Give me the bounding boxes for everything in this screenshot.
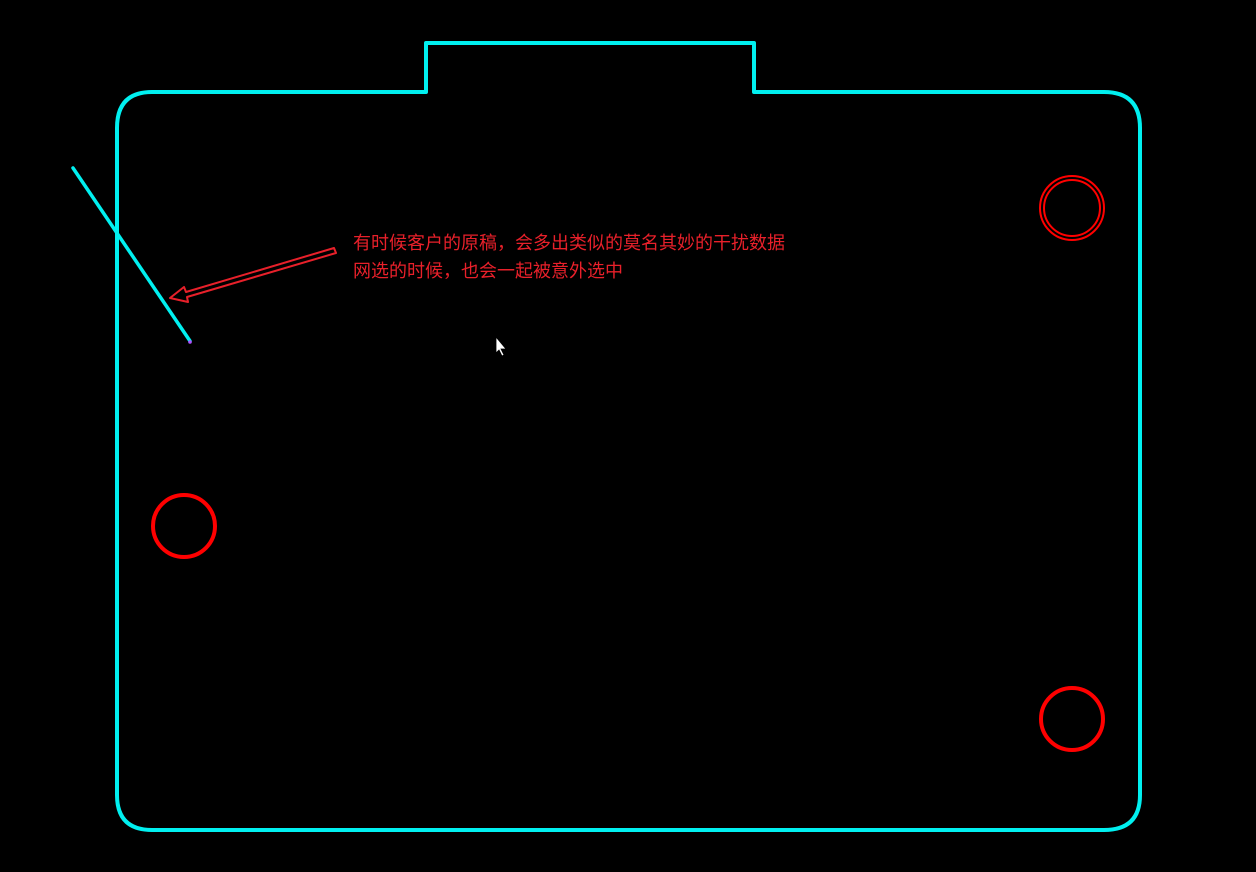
annotation-arrow	[169, 247, 337, 303]
board-outline[interactable]	[115, 41, 1142, 832]
stray-line-endpoint	[188, 340, 192, 344]
hole-top-right-outer[interactable]	[1039, 175, 1105, 241]
hole-bottom-right[interactable]	[1039, 686, 1105, 752]
hole-top-right-inner[interactable]	[1043, 179, 1101, 237]
annotation-line-2: 网选的时候，也会一起被意外选中	[353, 261, 623, 282]
stray-line[interactable]	[71, 166, 192, 343]
hole-left[interactable]	[151, 493, 217, 559]
mouse-pointer-icon	[495, 335, 507, 357]
annotation-line-1: 有时候客户的原稿，会多出类似的莫名其妙的干扰数据	[353, 233, 785, 254]
annotation-note: 有时候客户的原稿，会多出类似的莫名其妙的干扰数据 网选的时候，也会一起被意外选中	[353, 230, 785, 286]
